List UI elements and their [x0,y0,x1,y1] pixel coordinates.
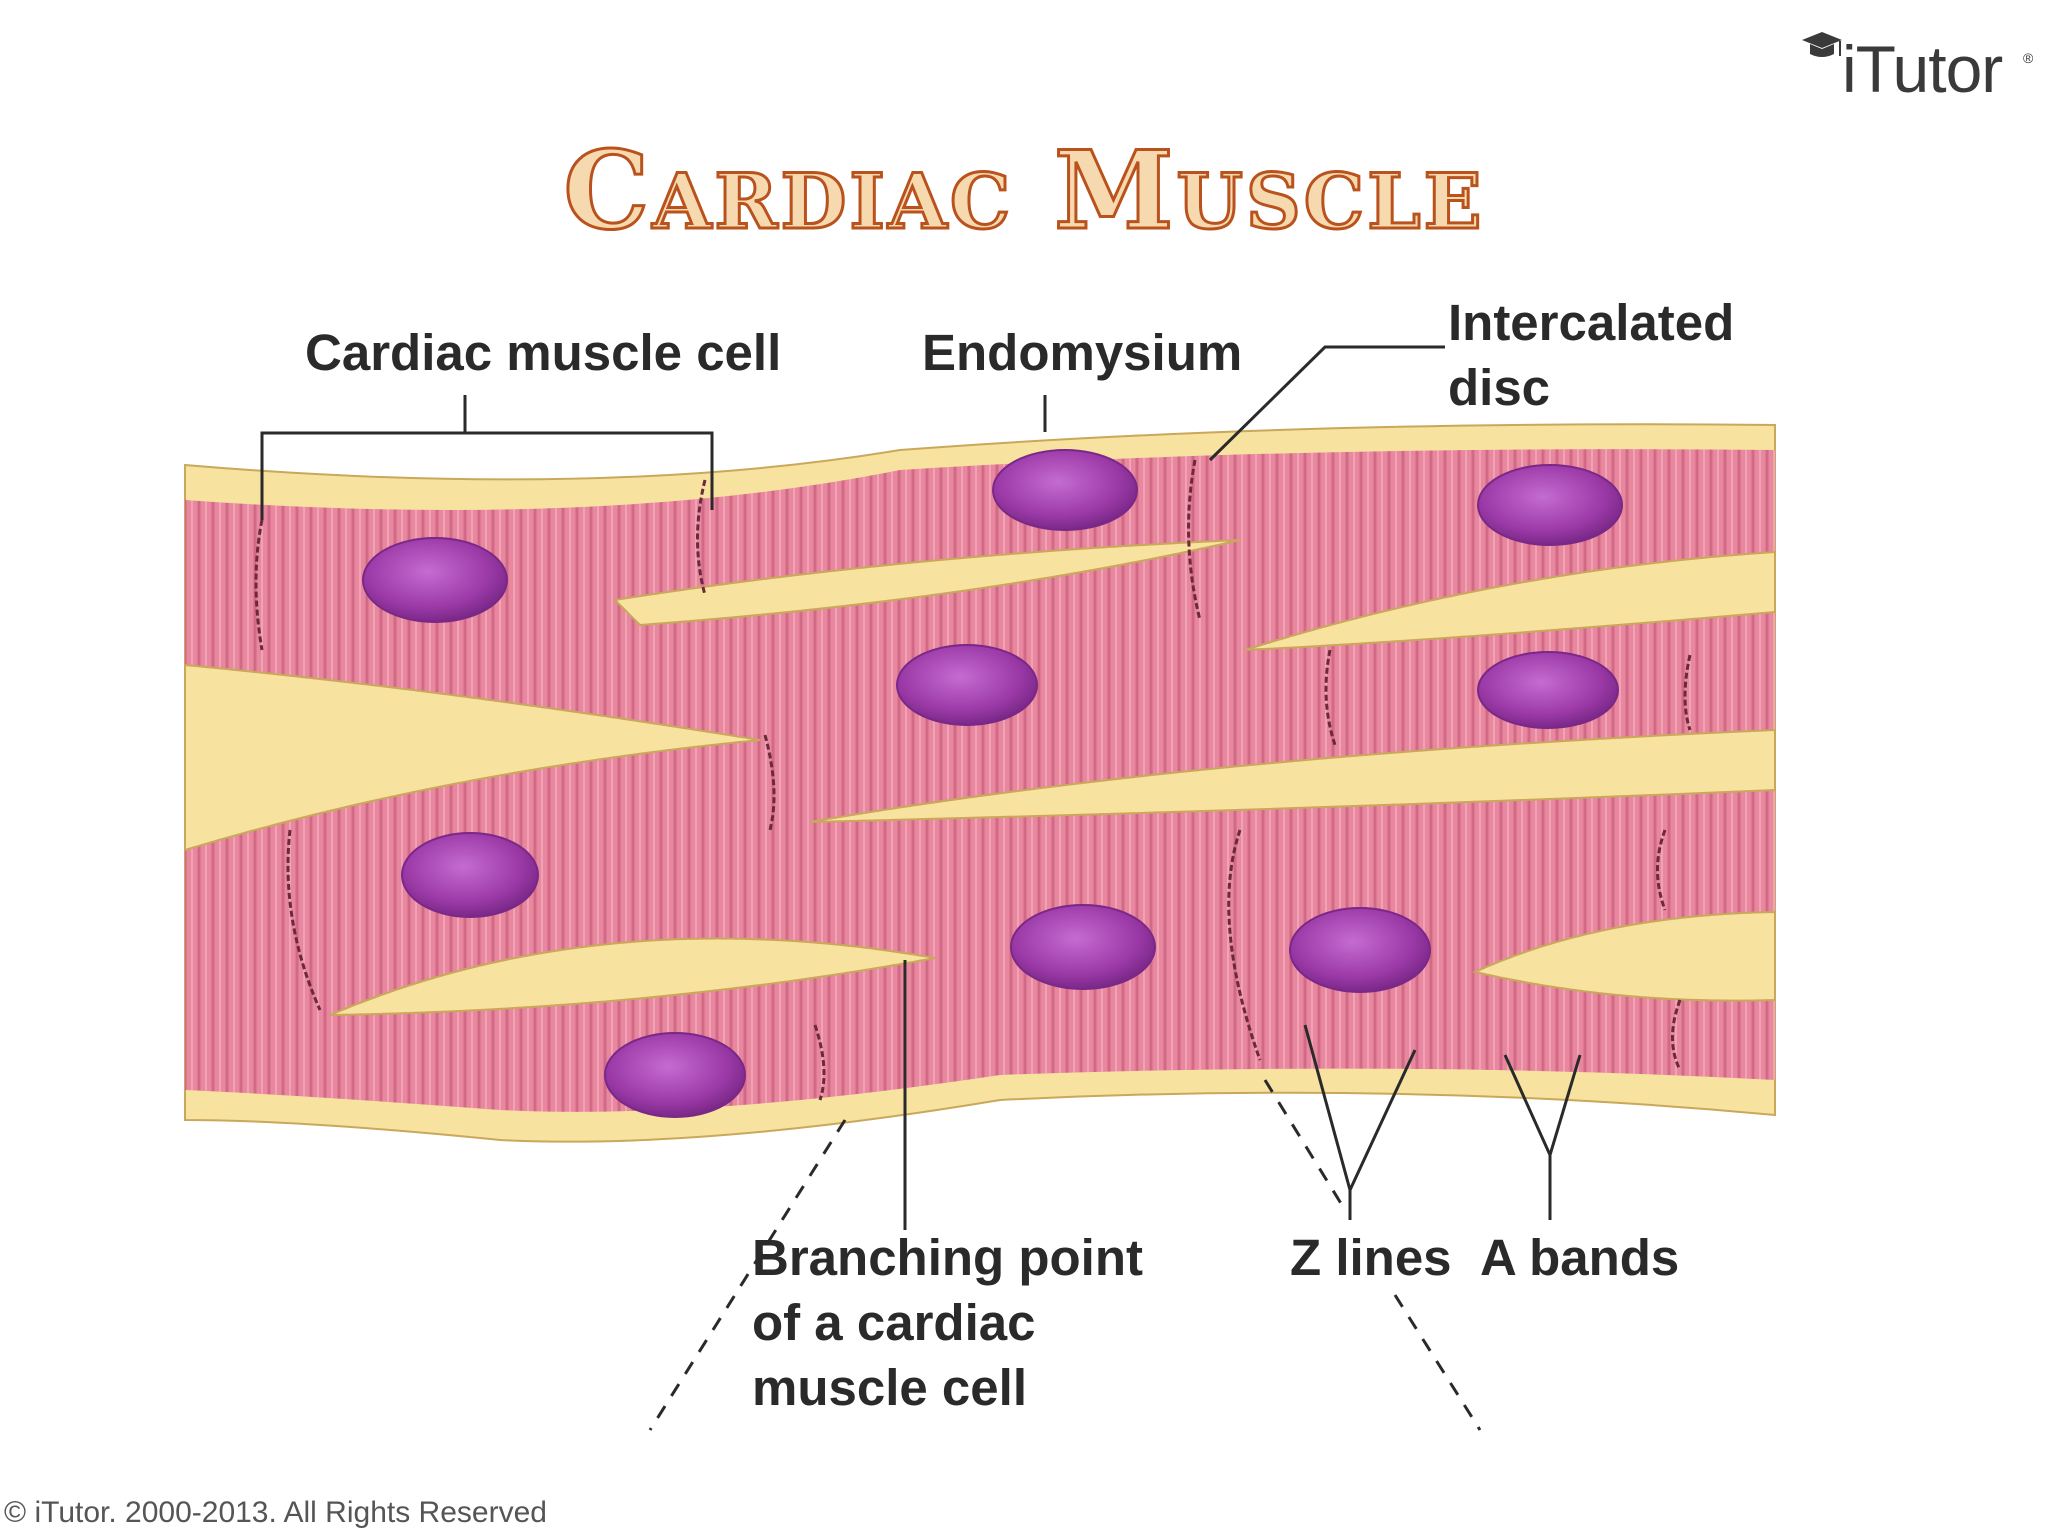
graduation-cap-icon [1802,32,1842,57]
intercalated-disc [254,519,264,651]
intercalated-disc [1227,829,1262,1061]
intercalated-disc [696,479,707,596]
endomysium-wedge [184,663,761,852]
endomysium-wedge [809,728,1776,823]
intercalated-disc [1324,649,1337,746]
nucleus [362,537,508,623]
nucleus [1477,651,1619,729]
label-intercalated: Intercalated [1448,294,1734,351]
abands-leader [1503,1054,1582,1220]
label-cardiac-muscle-cell: Cardiac muscle cell [305,324,781,381]
label-z-lines: Z lines [1290,1229,1452,1286]
nucleus [1289,907,1431,993]
logo-wordmark: iTutor [1842,32,2003,106]
intercalated-disc [286,829,322,1011]
itutor-logo: iTutor ® [1800,28,2040,108]
nucleus [1010,904,1156,990]
endomysium-wedge [329,937,936,1016]
nucleus [1477,464,1623,546]
nucleus [604,1032,746,1118]
zlines-leader [1303,1024,1417,1220]
label-a-bands: A bands [1480,1229,1679,1286]
intercalated-disc-leader [1208,345,1445,462]
intercalated-disc [1683,654,1692,731]
cell-bracket [260,431,714,520]
endomysium-wedge [1471,910,1776,1002]
nucleus [992,449,1138,531]
endomysium-wedge [612,539,1241,627]
label-disc: disc [1448,359,1550,416]
label-of-a-cardiac: of a cardiac [752,1294,1035,1351]
intercalated-disc [1187,459,1202,621]
intercalated-disc [1656,829,1667,911]
slide-title: Cardiac Muscle [562,128,1485,254]
zoom-guide-line [648,1119,847,1431]
zoom-guide-line [1263,1079,1347,1211]
nucleus [896,644,1038,726]
intercalated-disc [1671,999,1682,1071]
zoom-guide-line [1393,1294,1482,1431]
nucleus [401,832,539,918]
label-muscle-cell: muscle cell [752,1359,1027,1416]
copyright-notice: © iTutor. 2000-2013. All Rights Reserved [4,1496,547,1529]
endomysium-wedge [1244,550,1776,651]
intercalated-disc [763,734,776,831]
label-endomysium: Endomysium [922,324,1242,381]
label-branching-point: Branching point [752,1229,1143,1286]
registered-mark: ® [2023,50,2034,66]
